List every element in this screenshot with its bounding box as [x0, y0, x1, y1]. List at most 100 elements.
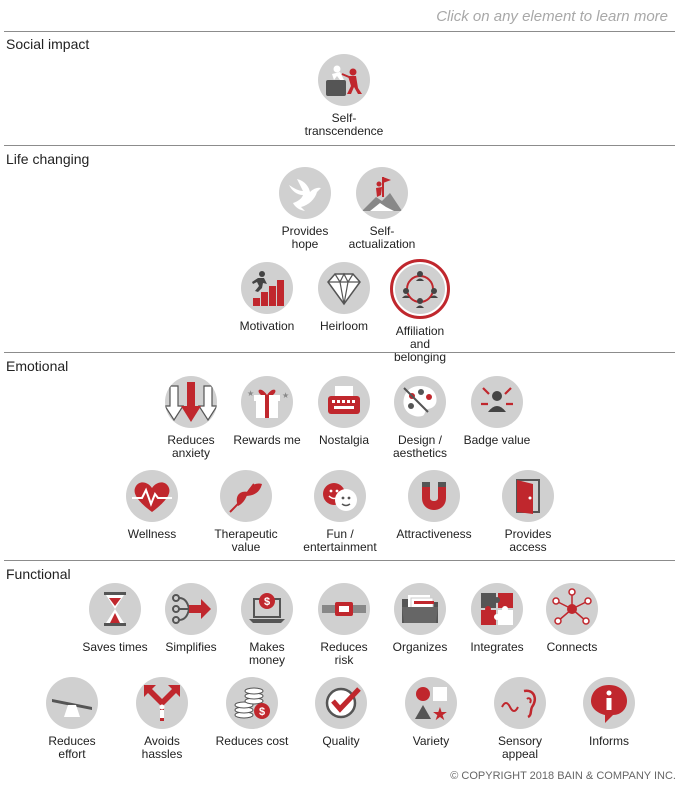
section-title-functional: Functional [6, 566, 71, 582]
element-sensory-appeal[interactable]: Sensory appeal [472, 677, 568, 761]
element-label: Self- actualization [348, 224, 416, 251]
dove-icon [279, 167, 331, 219]
element-label: Heirloom [319, 319, 368, 333]
element-variety[interactable]: ★ Variety [383, 677, 479, 748]
element-label: Simplifies [165, 640, 217, 654]
element-self-actualization[interactable]: Self- actualization [334, 167, 430, 251]
element-label: Sensory appeal [497, 734, 543, 761]
svg-text:★: ★ [247, 389, 254, 398]
laptop-money-icon: $ [241, 583, 293, 635]
section-title-life-changing: Life changing [6, 151, 90, 167]
element-reduces-cost[interactable]: $ Reduces cost [204, 677, 300, 748]
element-label: Nostalgia [318, 433, 370, 447]
element-label: Avoids hassles [141, 734, 183, 761]
element-simplifies[interactable]: Simplifies [143, 583, 239, 654]
element-label: Rewards me [233, 433, 301, 447]
element-label: Affiliation and belonging [393, 324, 447, 364]
door-icon [502, 470, 554, 522]
svg-text:$: $ [264, 596, 270, 608]
svg-text:$: $ [259, 706, 265, 718]
instruction-hint: Click on any element to learn more [436, 8, 668, 25]
element-label: Self- transcendence [304, 111, 384, 138]
element-integrates[interactable]: Integrates [449, 583, 545, 654]
element-connects[interactable]: Connects [524, 583, 620, 654]
faces-icon [314, 470, 366, 522]
element-label: Variety [412, 734, 450, 748]
info-icon [583, 677, 635, 729]
lever-icon [46, 677, 98, 729]
section-divider [4, 31, 675, 32]
element-saves-times[interactable]: Saves times [67, 583, 163, 654]
element-heirloom[interactable]: Heirloom [296, 262, 392, 333]
element-label: Informs [588, 734, 629, 748]
element-informs[interactable]: Informs [561, 677, 657, 748]
element-fun-entertainment[interactable]: Fun / entertainment [292, 470, 388, 554]
element-reduces-anxiety[interactable]: Reduces anxiety [143, 376, 239, 460]
split-arrow-icon [136, 677, 188, 729]
element-label: Provides access [504, 527, 552, 554]
element-label: Reduces effort [48, 734, 96, 761]
helping-climb-icon [318, 54, 370, 106]
merge-arrow-icon [165, 583, 217, 635]
element-label: Integrates [470, 640, 524, 654]
network-icon [546, 583, 598, 635]
element-label: Saves times [82, 640, 148, 654]
element-label: Badge value [463, 433, 531, 447]
element-reduces-effort[interactable]: Reduces effort [24, 677, 120, 761]
element-badge-value[interactable]: Badge value [449, 376, 545, 447]
seatbelt-icon [318, 583, 370, 635]
down-arrows-icon [165, 376, 217, 428]
element-label: Fun / entertainment [303, 527, 377, 554]
element-wellness[interactable]: Wellness [104, 470, 200, 541]
typewriter-icon [318, 376, 370, 428]
element-reduces-risk[interactable]: Reduces risk [296, 583, 392, 667]
element-label: Reduces cost [215, 734, 289, 748]
checkmark-icon [315, 677, 367, 729]
section-title-social-impact: Social impact [6, 36, 90, 52]
gift-icon: ★★ [241, 376, 293, 428]
element-self-transcendence[interactable]: Self- transcendence [296, 54, 392, 138]
element-quality[interactable]: Quality [293, 677, 389, 748]
element-label: Design / aesthetics [392, 433, 448, 460]
element-rewards-me[interactable]: ★★ Rewards me [219, 376, 315, 447]
element-label: Provides hope [281, 224, 329, 251]
hourglass-icon [89, 583, 141, 635]
element-label: Connects [546, 640, 598, 654]
element-provides-hope[interactable]: Provides hope [257, 167, 353, 251]
element-label: Makes money [248, 640, 286, 667]
person-arrows-icon [471, 376, 523, 428]
diamond-icon [318, 262, 370, 314]
element-organizes[interactable]: Organizes [372, 583, 468, 654]
element-label: Reduces anxiety [167, 433, 215, 460]
leaf-icon [220, 470, 272, 522]
copyright-text: © COPYRIGHT 2018 BAIN & COMPANY INC. [450, 770, 676, 782]
group-circle-icon [390, 259, 450, 319]
element-label: Reduces risk [320, 640, 368, 667]
puzzle-icon [471, 583, 523, 635]
svg-text:★: ★ [432, 704, 448, 724]
element-design-aesthetics[interactable]: Design / aesthetics [372, 376, 468, 460]
element-attractiveness[interactable]: Attractiveness [386, 470, 482, 541]
magnet-icon [408, 470, 460, 522]
element-label: Therapeutic value [214, 527, 278, 554]
element-therapeutic-value[interactable]: Therapeutic value [198, 470, 294, 554]
coins-icon: $ [226, 677, 278, 729]
palette-icon [394, 376, 446, 428]
section-divider [4, 352, 675, 353]
element-avoids-hassles[interactable]: Avoids hassles [114, 677, 210, 761]
element-nostalgia[interactable]: Nostalgia [296, 376, 392, 447]
senses-icon [494, 677, 546, 729]
section-title-emotional: Emotional [6, 358, 69, 374]
section-divider [4, 145, 675, 146]
element-makes-money[interactable]: $ Makes money [219, 583, 315, 667]
element-affiliation-belonging[interactable]: Affiliation and belonging [372, 259, 468, 364]
section-divider [4, 560, 675, 561]
element-label: Wellness [127, 527, 177, 541]
element-motivation[interactable]: Motivation [219, 262, 315, 333]
element-label: Quality [322, 734, 360, 748]
shapes-icon: ★ [405, 677, 457, 729]
element-provides-access[interactable]: Provides access [480, 470, 576, 554]
element-label: Organizes [392, 640, 448, 654]
element-label: Attractiveness [396, 527, 472, 541]
folder-icon [394, 583, 446, 635]
